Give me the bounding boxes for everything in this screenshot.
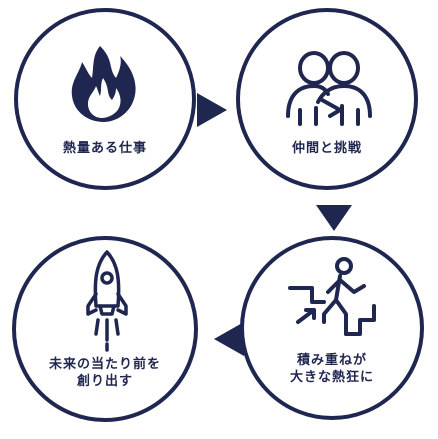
arrow-down-icon: [316, 205, 352, 231]
flame-icon: [71, 46, 136, 122]
step-label-1: 熱量ある仕事: [62, 141, 147, 156]
people-icon: [286, 51, 372, 126]
step-circle-3: 積み重ねが 大きな熱狂に: [240, 236, 424, 420]
arrow-right-icon: [197, 93, 227, 127]
climbing-stairs-icon: [288, 257, 376, 336]
step-circle-4: 未来の当たり前を 創り出す: [12, 236, 198, 422]
step-circle-1: 熱量ある仕事: [14, 8, 196, 190]
step-label-3: 積み重ねが 大きな熱狂に: [289, 353, 374, 385]
arrow-left-icon: [214, 322, 244, 356]
step-label-4: 未来の当たり前を 創り出す: [48, 357, 161, 389]
rocket-icon: [86, 250, 128, 352]
step-circle-2: 仲間と挑戦: [236, 8, 418, 190]
step-label-2: 仲間と挑戦: [291, 141, 362, 156]
